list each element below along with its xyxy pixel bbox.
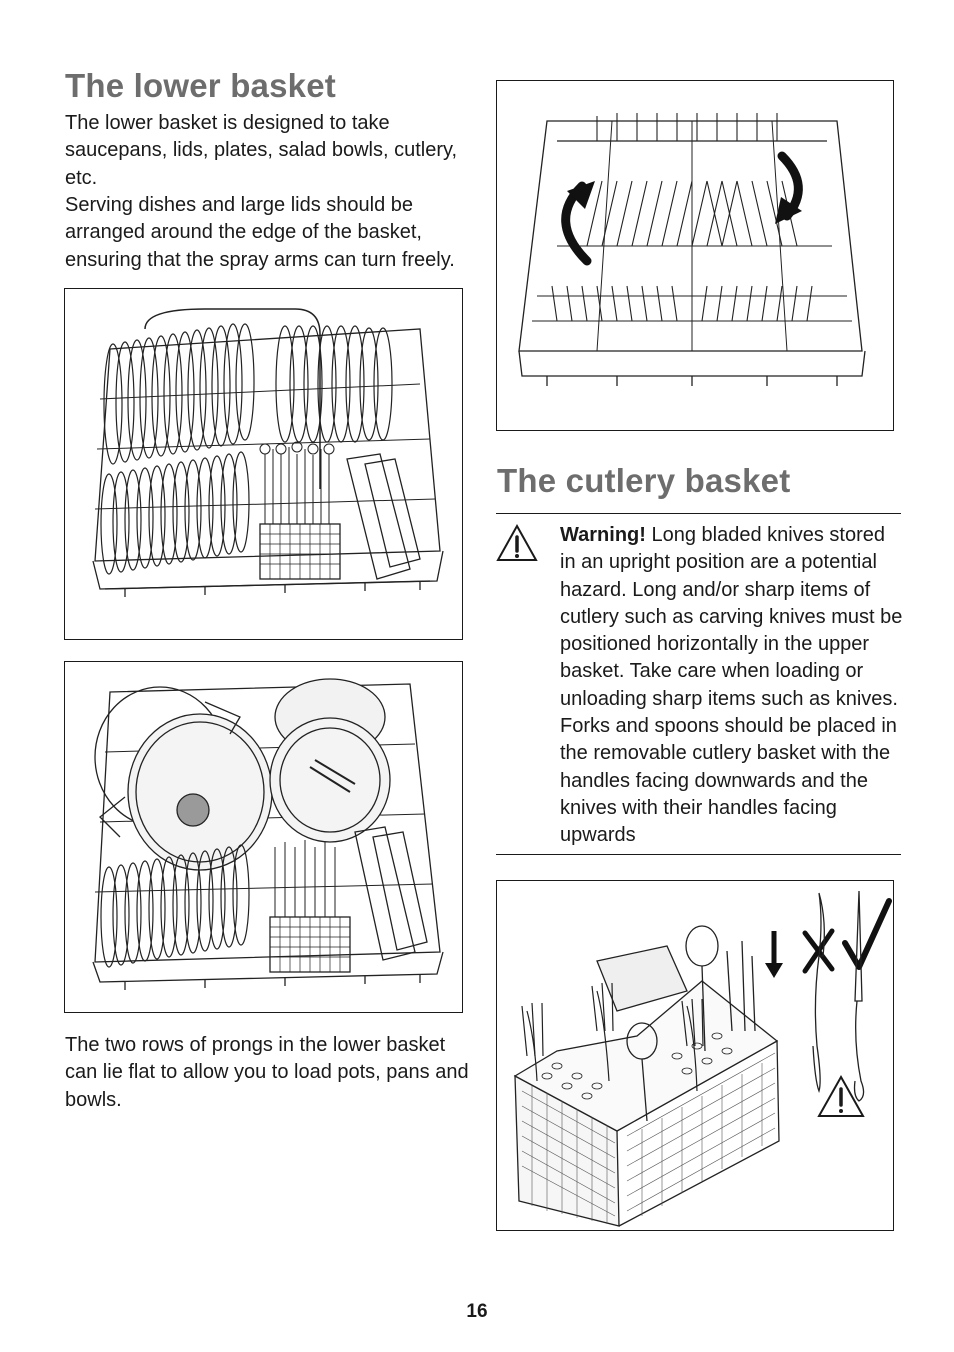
lower-basket-plates-figure xyxy=(64,288,463,640)
cutlery-basket-figure xyxy=(496,880,894,1231)
cross-mark-icon xyxy=(802,928,835,974)
page-number: 16 xyxy=(466,1301,488,1322)
cutlery-warning-paragraph: Warning! Long bladed knives stored in an… xyxy=(560,522,905,850)
lower-basket-pots-figure xyxy=(64,661,463,1013)
folding-prongs-figure xyxy=(496,80,894,431)
warning-bottom-rule xyxy=(496,854,901,855)
prongs-note: The two rows of prongs in the lower bask… xyxy=(65,1034,469,1111)
lower-basket-heading: The lower basket xyxy=(65,67,336,104)
lower-basket-intro-2: Serving dishes and large lids should be … xyxy=(65,194,455,271)
warning-body: Long bladed knives stored in an upright … xyxy=(560,524,903,847)
lower-basket-pots-illustration xyxy=(92,678,444,990)
lower-basket-intro-1: The lower basket is designed to take sau… xyxy=(65,112,458,189)
lower-basket-plates-illustration xyxy=(92,308,444,597)
folding-prongs-illustration xyxy=(518,113,866,386)
warning-top-rule xyxy=(496,513,901,514)
check-mark-icon xyxy=(842,898,892,970)
warning-label: Warning! xyxy=(560,524,646,546)
cutlery-basket-illustration xyxy=(513,890,892,1227)
warning-triangle-icon xyxy=(496,523,538,561)
cutlery-basket-heading: The cutlery basket xyxy=(497,462,791,499)
figure-warning-triangle-icon xyxy=(817,1074,865,1117)
